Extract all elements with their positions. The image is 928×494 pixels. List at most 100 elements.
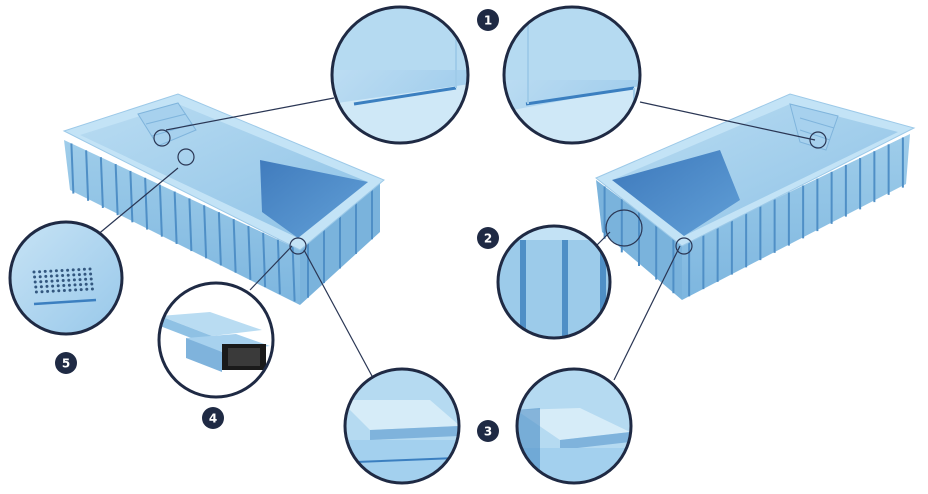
badge-5-label: 5 bbox=[62, 357, 70, 371]
right-pool-deep-end bbox=[612, 150, 740, 236]
left-pool-ribs bbox=[70, 143, 373, 302]
vent-hole bbox=[62, 284, 66, 287]
right-pool-front-wall bbox=[682, 134, 910, 300]
vent-hole bbox=[90, 282, 94, 286]
rib bbox=[99, 157, 104, 209]
vent-hole bbox=[84, 277, 88, 281]
vent-hole bbox=[32, 270, 36, 274]
vent-hole bbox=[38, 270, 42, 274]
badge-4-label: 4 bbox=[209, 412, 217, 426]
vent-hole bbox=[67, 278, 71, 282]
vent-hole bbox=[78, 278, 82, 282]
rib bbox=[85, 150, 90, 201]
vent-hole bbox=[40, 290, 44, 294]
vent-hole bbox=[66, 273, 70, 277]
vent-hole bbox=[77, 273, 81, 277]
vent-hole bbox=[60, 269, 64, 272]
vent-hole bbox=[34, 290, 38, 294]
vent-hole bbox=[44, 274, 48, 278]
vent-hole bbox=[33, 275, 37, 279]
target-marker-3-right bbox=[675, 237, 693, 255]
vent-hole bbox=[49, 274, 53, 278]
badge-1-label: 1 bbox=[484, 14, 492, 28]
vent-hole bbox=[89, 272, 93, 276]
vent-hole bbox=[39, 285, 43, 289]
vent-hole bbox=[34, 285, 38, 289]
vent-hole bbox=[62, 289, 66, 292]
zoom-detail-5 bbox=[8, 220, 124, 336]
rib bbox=[158, 184, 163, 237]
rib bbox=[217, 212, 222, 266]
vent-hole bbox=[43, 269, 47, 273]
vent-hole bbox=[88, 267, 92, 271]
left-pool-deep-corner bbox=[260, 160, 368, 238]
target-marker-3-left bbox=[289, 237, 307, 255]
rib bbox=[203, 205, 208, 259]
badge-3-label: 3 bbox=[484, 425, 492, 439]
zoom-detail-3-left bbox=[343, 367, 461, 485]
vent-hole bbox=[51, 284, 55, 288]
zoom-detail-4 bbox=[157, 281, 275, 399]
rib bbox=[291, 246, 296, 302]
vent-hole bbox=[56, 284, 60, 288]
vent-hole bbox=[72, 278, 76, 282]
target-marker-2 bbox=[605, 209, 643, 247]
rib bbox=[262, 232, 267, 288]
vent-hole bbox=[57, 289, 61, 293]
vent-hole bbox=[61, 274, 65, 277]
badge-2-label: 2 bbox=[484, 232, 492, 246]
leader-lines bbox=[95, 97, 816, 381]
rib bbox=[232, 219, 237, 273]
vent-hole bbox=[45, 284, 49, 288]
vent-hole bbox=[56, 279, 60, 283]
rib bbox=[188, 198, 193, 252]
zoom-detail-1-right bbox=[502, 5, 642, 145]
rib bbox=[276, 239, 281, 295]
vent-hole bbox=[79, 283, 83, 287]
badge-5: 5 bbox=[55, 352, 77, 374]
vent-hole bbox=[83, 272, 87, 276]
vent-hole bbox=[51, 289, 55, 293]
vent-hole bbox=[74, 288, 78, 292]
rib bbox=[247, 225, 252, 280]
left-pool-steps bbox=[137, 102, 197, 147]
badge-1: 1 bbox=[477, 9, 499, 31]
vent-hole bbox=[44, 279, 48, 283]
vent-hole bbox=[84, 282, 88, 286]
badge-3: 3 bbox=[477, 420, 499, 442]
zoom-detail-3-right bbox=[515, 367, 633, 485]
vent-hole bbox=[50, 279, 54, 283]
vent-hole bbox=[39, 280, 43, 284]
rib bbox=[129, 170, 134, 223]
vent-hole bbox=[89, 277, 93, 281]
vent-hole bbox=[66, 268, 70, 272]
zoom-detail-2 bbox=[496, 224, 612, 340]
vent-hole bbox=[77, 268, 81, 272]
rib bbox=[144, 177, 149, 230]
vent-hole bbox=[61, 279, 65, 282]
rib bbox=[114, 164, 119, 216]
vent-hole bbox=[55, 274, 59, 278]
vent-hole bbox=[68, 288, 72, 292]
vent-hole bbox=[71, 268, 75, 272]
target-marker-5 bbox=[177, 148, 195, 166]
vent-hole bbox=[67, 283, 71, 287]
right-pool bbox=[595, 93, 916, 300]
target-markers bbox=[153, 129, 827, 255]
vent-hole bbox=[79, 288, 83, 292]
target-marker-1-right bbox=[809, 131, 827, 149]
rib bbox=[173, 191, 178, 244]
vent-hole bbox=[72, 273, 76, 277]
vent-hole bbox=[33, 280, 37, 284]
vent-hole bbox=[46, 289, 50, 293]
vent-hole bbox=[49, 269, 53, 273]
vent-hole bbox=[38, 275, 42, 279]
vent-hole bbox=[82, 267, 86, 271]
vent-hole bbox=[85, 287, 89, 291]
vent-grille bbox=[32, 267, 94, 294]
left-pool bbox=[62, 93, 385, 305]
badge-4: 4 bbox=[202, 407, 224, 429]
badge-2: 2 bbox=[477, 227, 499, 249]
